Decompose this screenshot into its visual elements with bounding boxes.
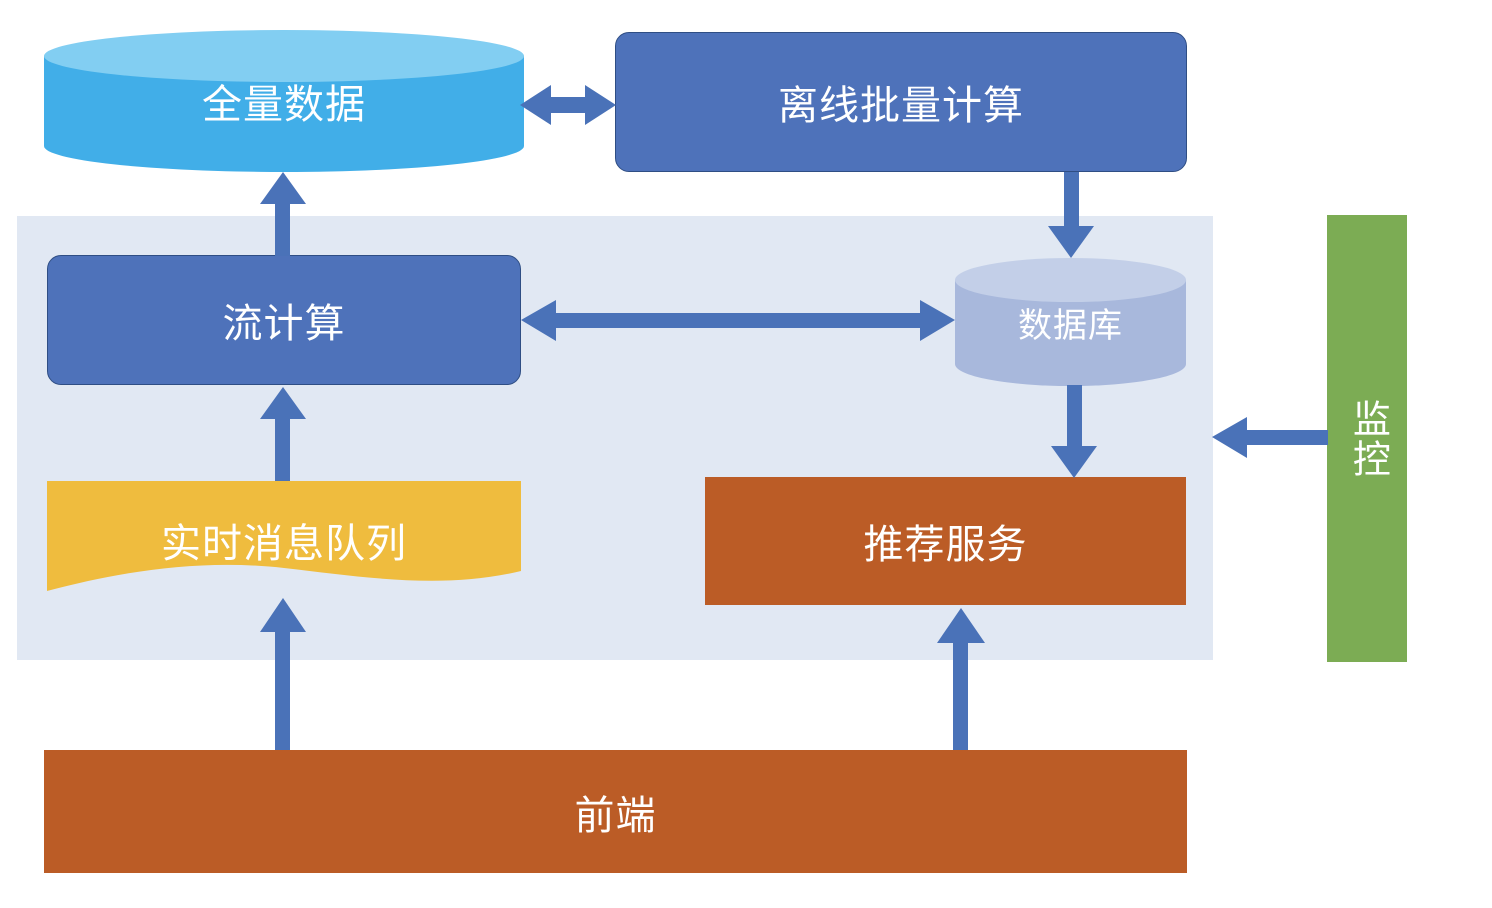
node-recommend-service-label: 推荐服务 bbox=[863, 523, 1028, 567]
node-recommend-service[interactable]: 推荐服务 bbox=[705, 477, 1186, 605]
node-stream-compute[interactable]: 流计算 bbox=[47, 255, 521, 385]
node-database[interactable]: 数据库 bbox=[955, 258, 1186, 386]
node-offline-batch-label: 离线批量计算 bbox=[778, 84, 1024, 128]
node-offline-batch[interactable]: 离线批量计算 bbox=[615, 32, 1187, 172]
message-queue-document-shape bbox=[47, 481, 521, 591]
node-stream-compute-label: 流计算 bbox=[222, 302, 346, 346]
edge-monitoring-platform bbox=[1212, 417, 1328, 458]
node-full-data[interactable]: 全量数据 bbox=[44, 30, 524, 172]
node-frontend-label: 前端 bbox=[574, 793, 657, 838]
full-data-cylinder-shape bbox=[44, 30, 524, 172]
node-monitoring[interactable]: 监控 bbox=[1327, 215, 1407, 662]
node-frontend[interactable]: 前端 bbox=[44, 750, 1187, 873]
node-monitoring-label: 监控 bbox=[1346, 398, 1389, 479]
database-cylinder-shape bbox=[955, 258, 1186, 386]
edge-full-data-offline-batch bbox=[520, 85, 616, 125]
node-message-queue[interactable]: 实时消息队列 bbox=[47, 481, 521, 599]
